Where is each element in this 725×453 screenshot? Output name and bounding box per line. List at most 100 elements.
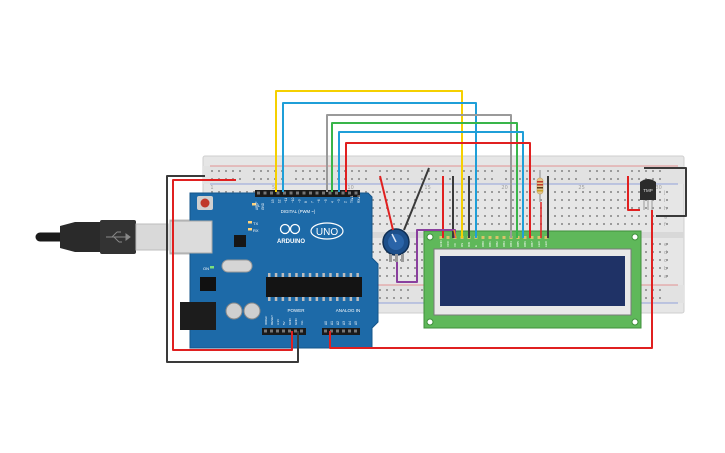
digital-pin-label: 13 [271, 199, 275, 203]
on-label: ON [203, 266, 209, 271]
breadboard-row-letter: j [663, 190, 665, 196]
breadboard-hole [414, 199, 416, 201]
usb-plug-metal [135, 223, 169, 251]
breadboard-hole [246, 191, 248, 193]
lcd-mount-hole-br [631, 318, 639, 326]
resistor-band-3 [537, 187, 543, 189]
breadboard-hole [666, 267, 668, 269]
digital-header-hole [328, 191, 332, 195]
rail-hole [358, 170, 360, 172]
digital-pin-label: 7 [311, 201, 315, 203]
rail-hole [652, 170, 654, 172]
rail-hole [477, 178, 479, 180]
chip-pin [281, 297, 285, 301]
rail-hole [554, 170, 556, 172]
breadboard-hole [407, 251, 409, 253]
rail-hole [631, 178, 633, 180]
breadboard-hole [589, 223, 591, 225]
rail-hole [316, 170, 318, 172]
breadboard-hole [512, 199, 514, 201]
wire-orange-short[interactable] [453, 229, 457, 239]
breadboard-hole [561, 223, 563, 225]
breadboard-hole [645, 251, 647, 253]
potentiometer[interactable] [382, 228, 410, 262]
digital-header-hole [309, 191, 312, 195]
rail-hole [323, 178, 325, 180]
breadboard-row-letter: b [664, 266, 667, 272]
breadboard-hole [645, 259, 647, 261]
rail-hole [526, 178, 528, 180]
breadboard-hole [407, 207, 409, 209]
breadboard-hole [540, 199, 542, 201]
rail-hole [400, 178, 402, 180]
breadboard-hole [533, 215, 535, 217]
chip-pin [295, 273, 298, 277]
breadboard-hole [645, 267, 647, 269]
breadboard-hole [610, 223, 612, 225]
lcd-pin-label: DB7 [530, 241, 534, 247]
rail-hole [491, 170, 493, 172]
breadboard-hole [386, 223, 388, 225]
wire-pot-gnd[interactable] [403, 167, 430, 231]
wire-blue-enable[interactable] [282, 102, 477, 238]
wire-gray-db4[interactable] [326, 114, 512, 238]
lcd-pin-label: RS [460, 243, 464, 247]
rail-hole [379, 170, 381, 172]
power-header-hole [282, 329, 285, 333]
wires[interactable] [166, 90, 687, 363]
breadboard-hole [512, 191, 514, 193]
breadboard-hole [659, 275, 661, 277]
rail-hole [400, 170, 402, 172]
temperature-sensor[interactable]: TMP [640, 179, 656, 210]
rail-hole [428, 178, 430, 180]
rail-hole [442, 170, 444, 172]
lcd-pin [523, 236, 527, 239]
breadboard-hole [561, 191, 563, 193]
breadboard-hole [463, 199, 465, 201]
rail-hole [477, 170, 479, 172]
chip-pin [349, 273, 353, 277]
breadboard-hole [239, 191, 241, 193]
usb-icon [106, 231, 131, 243]
breadboard-hole [407, 199, 409, 201]
wire-pot-vcc[interactable] [379, 175, 394, 231]
breadboard-hole [666, 199, 668, 201]
wire-red-db7[interactable] [345, 142, 531, 238]
breadboard-hole [575, 223, 577, 225]
gnd-label: GND [261, 202, 265, 210]
chip-pin [315, 273, 319, 277]
rail-hole [575, 170, 577, 172]
rail-hole [512, 178, 514, 180]
breadboard-hole [554, 199, 556, 201]
breadboard-hole [638, 199, 640, 201]
digital-pin-label: RX◂0 [357, 195, 361, 203]
chip-pin [329, 273, 332, 277]
rail-hole [295, 170, 297, 172]
breadboard-hole [400, 191, 402, 193]
rail-hole [610, 178, 612, 180]
wire-5v-arduino-to-rail[interactable] [172, 179, 293, 351]
wire-blue-db6[interactable] [338, 131, 524, 238]
wire-yellow-rs[interactable] [275, 90, 463, 238]
lcd-pin [488, 236, 492, 239]
digital-header-hole [296, 191, 299, 195]
wire-green-db5[interactable] [331, 122, 518, 238]
breadboard-hole [393, 259, 395, 261]
resistor[interactable] [536, 170, 544, 202]
chip-pin [295, 297, 298, 301]
chip-pin [281, 273, 285, 277]
wire-gnd-arduino-to-rail[interactable] [166, 175, 299, 363]
breadboard-hole [645, 207, 647, 209]
wire-tmp-vcc[interactable] [627, 176, 640, 211]
breadboard-hole [617, 199, 619, 201]
wire-tmp-gnd[interactable] [644, 167, 687, 217]
tx-led [248, 221, 252, 224]
resistor-band-4 [537, 190, 543, 192]
arduino-uno-board[interactable]: DIGITAL (PWM ~) ARDUINO UNO TX RX L ON P… [169, 190, 379, 349]
reset-button[interactable] [200, 198, 210, 208]
wire-tmp-signal-to-a0[interactable] [329, 210, 653, 349]
digital-header-hole [276, 191, 280, 195]
